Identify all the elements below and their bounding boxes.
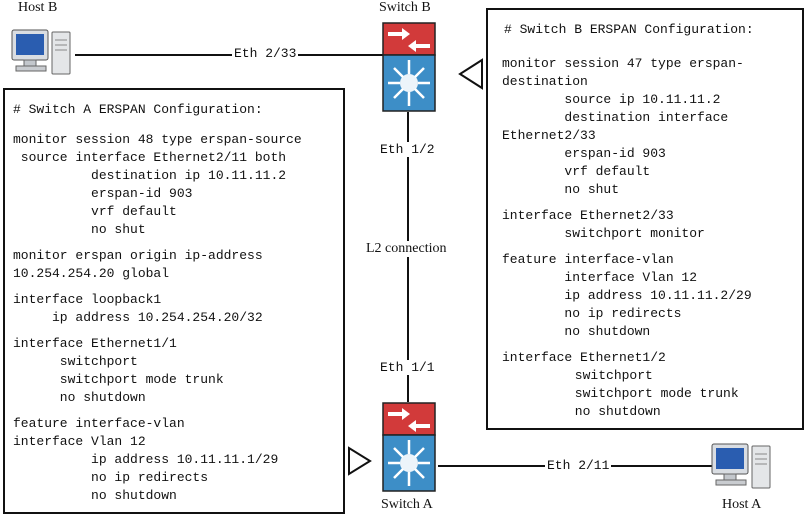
config-line: feature interface-vlan <box>13 416 185 431</box>
config-line: erspan-id 903 <box>502 146 666 161</box>
eth-2-33-label: Eth 2/33 <box>232 46 299 61</box>
config-line: vrf default <box>13 204 177 219</box>
config-line: no shut <box>13 222 146 237</box>
triangle-pointer-switch-b <box>458 58 483 90</box>
config-line: ip address 10.11.11.1/29 <box>13 452 279 467</box>
eth-1-1-label: Eth 1/1 <box>380 360 435 375</box>
config-line: switchport monitor <box>502 226 705 241</box>
switch-a-config-box: # Switch A ERSPAN Configuration: monitor… <box>3 88 345 514</box>
config-line: no shutdown <box>13 488 177 503</box>
eth-1-2-label: Eth 1/2 <box>380 142 435 157</box>
host-a-computer-icon <box>710 440 774 499</box>
switch-a-label: Switch A <box>381 497 433 513</box>
config-line: feature interface-vlan <box>502 252 674 267</box>
config-line: no shutdown <box>13 390 146 405</box>
config-line: vrf default <box>502 164 651 179</box>
config-line: destination interface <box>502 110 729 125</box>
l2-connection-label: L2 connection <box>366 241 447 257</box>
switch-b-label: Switch B <box>379 0 431 16</box>
config-line: interface loopback1 <box>13 292 162 307</box>
config-line: interface Vlan 12 <box>13 434 146 449</box>
config-line: switchport <box>528 368 653 383</box>
config-line: no ip redirects <box>13 470 209 485</box>
config-line: interface Ethernet2/33 <box>502 208 674 223</box>
switch-a-icon <box>382 402 436 499</box>
config-line: 10.254.254.20 global <box>13 266 170 281</box>
switch-b-config-box: # Switch B ERSPAN Configuration: monitor… <box>486 8 804 430</box>
config-line: switchport <box>13 354 138 369</box>
config-line: no shutdown <box>502 324 651 339</box>
config-line: monitor session 48 type erspan-source <box>13 132 302 147</box>
config-line: destination <box>502 74 588 89</box>
host-b-computer-icon <box>10 26 74 85</box>
config-line: no shut <box>502 182 620 197</box>
config-line: source interface Ethernet2/11 both <box>13 150 287 165</box>
host-b-label: Host B <box>18 0 58 16</box>
config-line: erspan-id 903 <box>13 186 193 201</box>
config-line: interface Ethernet1/2 <box>502 350 666 365</box>
config-line: destination ip 10.11.11.2 <box>13 168 287 183</box>
config-line: ip address 10.254.254.20/32 <box>13 310 263 325</box>
config-line: # Switch A ERSPAN Configuration: <box>13 102 263 117</box>
config-line: switchport mode trunk <box>528 386 739 401</box>
config-line: interface Ethernet1/1 <box>13 336 177 351</box>
config-line: no shutdown <box>528 404 661 419</box>
config-line: interface Vlan 12 <box>502 270 698 285</box>
switch-b-icon <box>382 22 436 119</box>
config-line: ip address 10.11.11.2/29 <box>502 288 752 303</box>
config-line: Ethernet2/33 <box>502 128 596 143</box>
config-line: no ip redirects <box>502 306 682 321</box>
eth-2-11-label: Eth 2/11 <box>545 458 612 473</box>
config-line: switchport mode trunk <box>13 372 224 387</box>
config-line: monitor session 47 type erspan- <box>502 56 744 71</box>
config-line: # Switch B ERSPAN Configuration: <box>504 22 754 37</box>
host-a-label: Host A <box>722 497 762 513</box>
config-line: monitor erspan origin ip-address <box>13 248 263 263</box>
triangle-pointer-switch-a <box>348 446 372 476</box>
config-line: source ip 10.11.11.2 <box>502 92 721 107</box>
